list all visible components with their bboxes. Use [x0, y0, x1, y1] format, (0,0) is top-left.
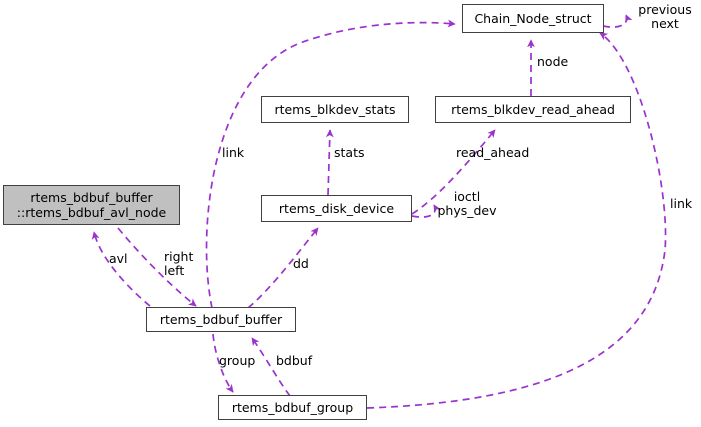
- edge-disk-device-self-ioctl-phys-dev: [411, 204, 441, 218]
- node-label: rtems_bdbuf_buffer ::rtems_bdbuf_avl_nod…: [16, 190, 167, 220]
- edge-bdbuf-group-to-bdbuf-buffer-bdbuf: [251, 337, 291, 397]
- edge-chain-self-previous-next: [602, 14, 633, 28]
- node-label: rtems_disk_device: [278, 200, 395, 216]
- edge-label-node: node: [537, 54, 569, 69]
- edge-bdbuf-buffer-to-bdbuf-group-group: [212, 333, 234, 393]
- edge-disk-device-to-bdbuf-buffer-dd: [247, 227, 319, 309]
- node-rtems-blkdev-read-ahead[interactable]: rtems_blkdev_read_ahead: [435, 96, 631, 123]
- node-label: Chain_Node_struct: [474, 10, 592, 26]
- node-label: rtems_blkdev_read_ahead: [451, 101, 615, 117]
- edge-label-bdbuf: bdbuf: [276, 353, 313, 368]
- edge-label-right-left: right left: [164, 249, 194, 278]
- node-rtems-bdbuf-avl-node[interactable]: rtems_bdbuf_buffer ::rtems_bdbuf_avl_nod…: [3, 185, 180, 225]
- node-rtems-bdbuf-buffer[interactable]: rtems_bdbuf_buffer: [146, 307, 296, 332]
- edge-label-stats: stats: [334, 145, 365, 160]
- node-rtems-blkdev-stats[interactable]: rtems_blkdev_stats: [261, 96, 409, 123]
- edge-label-link-left: link: [222, 145, 245, 160]
- node-label: rtems_bdbuf_buffer: [159, 311, 283, 327]
- edge-bdbuf-buffer-to-avl-node-avl: [91, 231, 151, 307]
- node-label: rtems_bdbuf_group: [231, 399, 354, 415]
- edge-label-avl: avl: [109, 251, 128, 266]
- node-label: rtems_blkdev_stats: [274, 101, 396, 117]
- edge-label-ioctl-phys-dev: ioctl phys_dev: [437, 189, 497, 218]
- edge-stats-to-disk-device: [325, 129, 334, 196]
- edge-label-previous-next: previous next: [638, 2, 692, 31]
- edge-label-dd: dd: [293, 256, 309, 271]
- edge-avl-node-to-bdbuf-buffer-right-left: [117, 227, 197, 307]
- edge-chain-to-bdbuf-buffer-link: [205, 19, 456, 309]
- node-chain-node-struct[interactable]: Chain_Node_struct: [462, 4, 604, 33]
- node-rtems-bdbuf-group[interactable]: rtems_bdbuf_group: [218, 395, 367, 420]
- edge-label-link-right: link: [670, 196, 693, 211]
- edge-label-read-ahead: read_ahead: [456, 145, 530, 160]
- edge-label-group: group: [219, 353, 256, 368]
- node-rtems-disk-device[interactable]: rtems_disk_device: [261, 195, 412, 222]
